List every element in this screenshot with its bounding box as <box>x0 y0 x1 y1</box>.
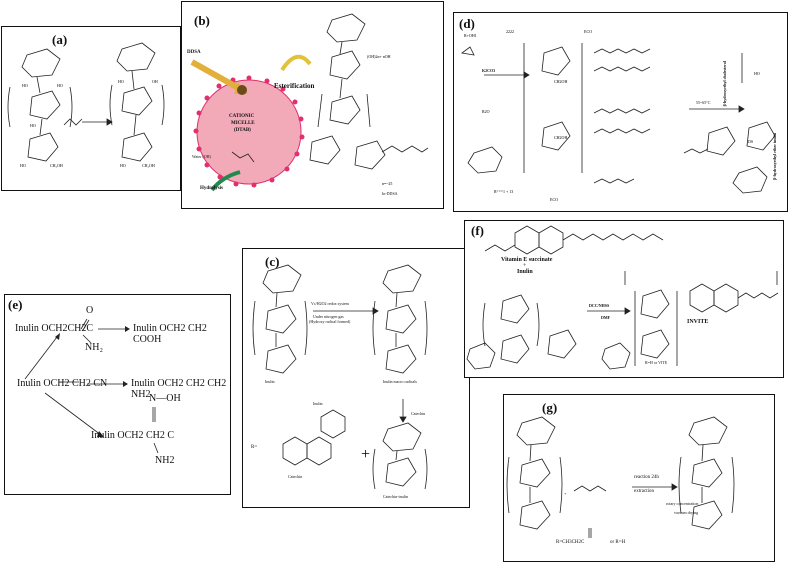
svg-text:R2O: R2O <box>482 109 490 114</box>
svg-text:HO: HO <box>30 123 36 128</box>
svg-text:HO: HO <box>57 83 63 88</box>
panel-b-product: In-DDSA <box>382 191 398 196</box>
panel-g-or: or R=H <box>610 540 626 545</box>
panel-f: (f) Vitamin E succinate + Inulin DCC/NHS… <box>464 220 784 378</box>
panel-b: (b) (OH)2n+ nOH n=~25 DDSA <box>181 1 444 209</box>
svg-text:ECO: ECO <box>584 29 592 34</box>
panel-c-inulin-2: Inulin <box>313 401 323 406</box>
panel-b-water: Water (OH) <box>192 154 211 159</box>
panel-c-label: (c) <box>265 254 280 269</box>
panel-f-scheme <box>466 225 779 370</box>
panel-d-label: (d) <box>459 16 475 31</box>
svg-text:2222: 2222 <box>506 29 514 34</box>
panel-f-solvent: DMF <box>601 315 611 320</box>
panel-c-cond3: (Hydroxy radical formed) <box>309 319 351 324</box>
svg-text:OH: OH <box>152 79 158 84</box>
svg-text:n=~25: n=~25 <box>382 181 392 186</box>
panel-d-catalyst: K2CO3 <box>482 68 496 73</box>
e-bot-nh2: NH2 <box>155 455 175 466</box>
panel-b-process: Esterification <box>274 82 315 90</box>
e-top-product: Inulin OCH2 CH2 COOH <box>133 323 207 345</box>
svg-text:(OH)2n+ nOH: (OH)2n+ nOH <box>367 54 391 59</box>
panel-b-scheme: (OH)2n+ nOH n=~25 <box>190 13 429 192</box>
panel-c-macro: Inulin macro radicals <box>383 379 417 384</box>
panel-a-structure: HO HO HO HO CH₂OH HO OH HO CH₂OH <box>7 42 165 168</box>
panel-c-inulin: Inulin <box>265 379 275 384</box>
panel-g-scheme: + <box>506 416 735 538</box>
e-top-reactant: Inulin OCH2CH2C <box>15 323 94 334</box>
panel-f-reagent: DCC/NHSS <box>589 303 610 308</box>
panel-b-reagent: DDSA <box>187 50 201 55</box>
panel-c-catechin: Catechin <box>288 474 303 479</box>
panel-e-arrows <box>24 318 159 454</box>
panel-e: (e) O Inulin OCH2CH2C NH₂ Inulin OCH2 CH… <box>4 294 231 495</box>
panel-c-cond2: Under nitrogen gas <box>313 314 344 319</box>
panel-b-micelle-2: MICELLE <box>231 121 255 126</box>
panel-g-cond2: extraction <box>634 489 654 494</box>
svg-text:ECO: ECO <box>550 197 558 202</box>
svg-text:CH2OH: CH2OH <box>554 135 567 140</box>
svg-text:DS: DS <box>748 139 753 144</box>
e-top-nh2: NH₂ <box>85 342 103 353</box>
panel-g-rdef: R=CH3CH2C <box>556 540 585 545</box>
panel-g-cond3: rotary concentration <box>666 501 699 506</box>
panel-c-conj: Catechin-inulin <box>383 494 408 499</box>
panel-f-product: INVITE <box>687 319 709 325</box>
panel-d-temp: 55~65°C <box>696 100 711 105</box>
svg-text:+: + <box>361 446 370 463</box>
panel-d-cholesterol: β-hydroxyethyl cholesterol <box>722 61 727 107</box>
svg-text:+: + <box>564 491 567 496</box>
panel-g-label: (g) <box>542 400 558 415</box>
svg-text:R⁺⁼⁼1 + 13: R⁺⁼⁼1 + 13 <box>494 189 513 194</box>
e-top-o: O <box>86 305 94 316</box>
svg-text:HO: HO <box>20 163 26 168</box>
panel-c-cond1: Vc/H2O2 redox system <box>311 301 349 306</box>
panel-f-label: (f) <box>471 223 484 238</box>
panel-c-catechin-2: Catechin <box>411 411 426 416</box>
panel-c-scheme: + <box>252 264 428 490</box>
panel-b-label: (b) <box>194 13 210 28</box>
panel-b-hydrolysis: Hydrolysis <box>200 186 223 191</box>
panel-e-label: (e) <box>8 297 23 312</box>
panel-b-micelle-3: (DTAB) <box>234 128 251 133</box>
svg-text:HO: HO <box>118 79 124 84</box>
panel-a-label: (a) <box>52 32 68 47</box>
svg-text:R+OH1: R+OH1 <box>464 33 477 38</box>
svg-text:CH₂OH: CH₂OH <box>142 163 155 168</box>
e-mid-reactant: Inulin OCH2 CH2 CN <box>17 378 108 389</box>
panel-c-r: R= <box>251 445 258 450</box>
panel-f-plus: + <box>523 263 527 269</box>
svg-text:CH₂OH: CH₂OH <box>50 163 63 168</box>
panel-f-inulin: Inulin <box>517 269 533 275</box>
panel-g-cond4: vacuum drying <box>674 510 699 515</box>
panel-a: (a) HO HO HO HO CH₂OH HO OH HO CH₂OH <box>1 26 181 191</box>
svg-text:HO: HO <box>120 163 126 168</box>
panel-g: (g) + reaction 24h extraction rotary con… <box>503 394 775 562</box>
e-bot-product: Inulin OCH2 CH2 C <box>91 430 175 441</box>
panel-f-vit: Vitamin E succinate <box>501 257 553 263</box>
panel-g-cond1: reaction 24h <box>634 475 659 480</box>
panel-c: (c) + Vc/H2O2 redox system Under nitroge… <box>242 248 470 508</box>
panel-b-micelle-1: CATIONIC <box>229 114 255 119</box>
svg-text:HO: HO <box>754 71 760 76</box>
e-bot-noh: N—OH <box>149 393 181 404</box>
svg-text:CH2OH: CH2OH <box>554 79 567 84</box>
e-mid-product: Inulin OCH2 CH2 CH2 NH2 <box>131 378 227 400</box>
panel-f-rnote: R=H or VITE <box>645 360 668 365</box>
svg-text:HO: HO <box>22 83 28 88</box>
panel-d-ester: β-hydroxyethyl ether inulin <box>772 133 777 180</box>
